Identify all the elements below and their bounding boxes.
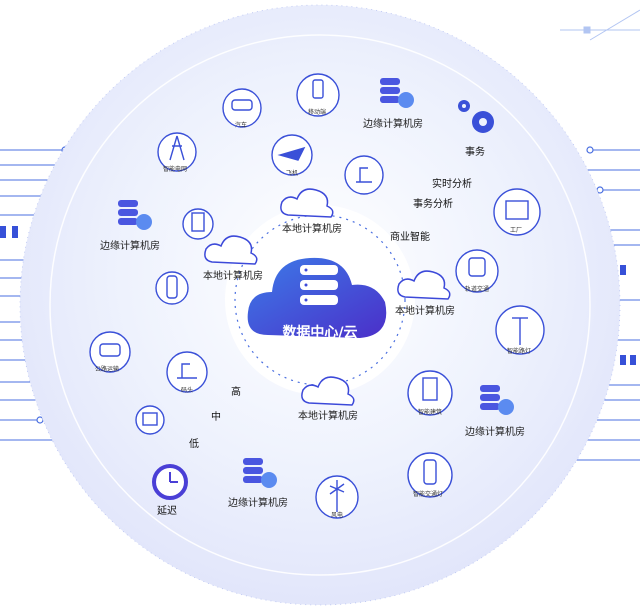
layer-tx-analysis: 事务分析 [413, 199, 453, 210]
device-wind-label: 风电 [331, 512, 344, 519]
device-rail-label: 轨道交通 [465, 286, 490, 293]
local-room-label: 本地计算机房 [282, 224, 342, 235]
local-room-label: 本地计算机房 [203, 271, 263, 282]
gear-icon [458, 100, 494, 133]
layer-realtime: 实时分析 [432, 179, 472, 190]
edge-room-label: 边缘计算机房 [228, 498, 288, 509]
device-mobile-label: 移动端 [308, 109, 327, 116]
central-cloud [247, 257, 387, 338]
edge-room-icons [118, 78, 514, 488]
local-room-cloud-icons [204, 188, 451, 406]
device-road-label: 公路运输 [95, 366, 120, 373]
device-building-label: 智能建筑 [418, 409, 443, 416]
device-traffic-label: 智能交通灯 [413, 491, 444, 498]
device-car-label: 汽车 [235, 122, 248, 129]
device-factory-label: 工厂 [510, 227, 523, 234]
edge-room-label: 边缘计算机房 [465, 427, 525, 438]
latency-low: 低 [189, 439, 199, 450]
device-grid-label: 智能电网 [163, 166, 188, 173]
edge-room-label: 边缘计算机房 [100, 241, 160, 252]
device-port-label: 码头 [181, 387, 194, 394]
center-label: 数据中心/云 [282, 325, 358, 341]
local-room-label: 本地计算机房 [395, 306, 455, 317]
edge-room-label: 边缘计算机房 [363, 119, 423, 130]
local-room-label: 本地计算机房 [298, 411, 358, 422]
clock-icon [152, 464, 188, 500]
device-badges [89, 73, 545, 519]
latency-mid: 中 [211, 412, 221, 423]
device-streetlight-label: 智能路灯 [507, 348, 532, 355]
device-plane-label: 飞机 [286, 170, 299, 177]
latency-label: 延迟 [157, 506, 177, 517]
layer-transaction: 事务 [465, 147, 485, 158]
layer-bi: 商业智能 [390, 232, 430, 243]
latency-high: 高 [231, 387, 241, 398]
